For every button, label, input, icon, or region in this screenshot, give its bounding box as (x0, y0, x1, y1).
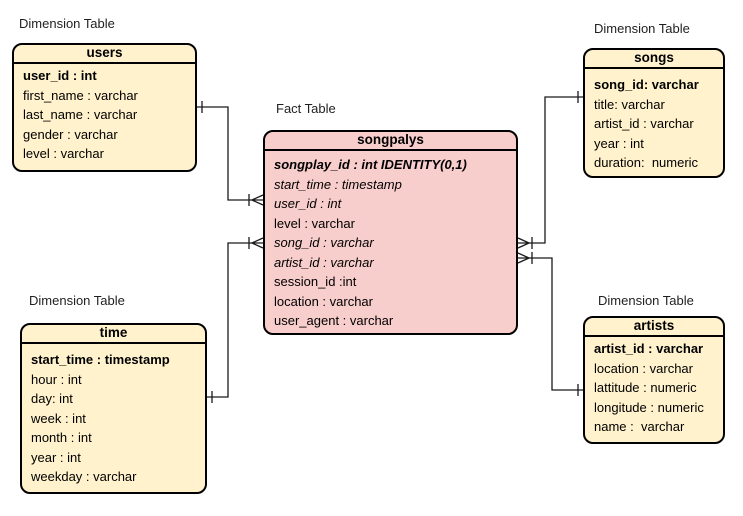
field-songpalys-artist_id: artist_id : varchar (274, 254, 374, 270)
entity-songs-title: songs (585, 50, 723, 69)
entity-artists-title: artists (585, 318, 723, 337)
field-time-month: month : int (31, 430, 92, 445)
field-songs-year: year : int (594, 135, 644, 151)
field-songs-duration: duration: numeric (594, 155, 699, 170)
field-songpalys-start_time: start_time : timestamp (274, 176, 402, 192)
entity-songpalys-title: songpalys (265, 132, 516, 151)
entity-songpalys[interactable]: songpalys songplay_id : int IDENTITY(0,1… (263, 130, 518, 335)
songs-table-type-label: Dimension Table (594, 21, 690, 36)
entity-users-title: users (14, 45, 195, 64)
field-artists-name: name : varchar (594, 419, 685, 434)
field-time-start_time: start_time : timestamp (31, 352, 170, 367)
field-time-year: year : int (31, 449, 81, 465)
artists-table-type-label: Dimension Table (598, 293, 694, 308)
field-users-first_name: first_name : varchar (23, 87, 138, 103)
cardinality-many-crowfoot (517, 237, 533, 249)
field-time-day: day: int (31, 391, 73, 406)
users-table-type-label: Dimension Table (19, 16, 115, 31)
field-artists-lattitude: lattitude : numeric (594, 380, 697, 395)
field-songs-title: title: varchar (594, 96, 665, 112)
field-songs-artist_id: artist_id : varchar (594, 116, 694, 131)
field-songs-song_id: song_id: varchar (594, 77, 699, 92)
field-users-gender: gender : varchar (23, 126, 118, 142)
cardinality-many-crowfoot (248, 194, 264, 206)
entity-time-title: time (22, 325, 205, 344)
field-songpalys-user_id: user_id : int (274, 196, 342, 211)
cardinality-many-crowfoot (248, 237, 264, 249)
field-time-week: week : int (31, 410, 86, 426)
connector-time-songpalys (207, 237, 264, 403)
fact-table-type-label: Fact Table (276, 101, 336, 116)
time-table-type-label: Dimension Table (29, 293, 125, 308)
entity-users[interactable]: users user_id : int first_name : varchar… (12, 43, 197, 172)
field-time-hour: hour : int (31, 371, 82, 387)
field-songpalys-location: location : varchar (274, 293, 373, 309)
connector-artists-songpalys (517, 252, 583, 396)
field-time-weekday: weekday : varchar (31, 469, 137, 484)
field-songpalys-session_id: session_id :int (274, 274, 357, 289)
entity-artists[interactable]: artists artist_id : varchar location : v… (583, 316, 725, 444)
field-songpalys-user_agent: user_agent : varchar (274, 313, 394, 328)
entity-time[interactable]: time start_time : timestamp hour : int d… (20, 323, 207, 494)
cardinality-many-crowfoot (517, 252, 533, 264)
field-artists-location: location : varchar (594, 360, 693, 376)
entity-songs[interactable]: songs song_id: varchar title: varchar ar… (583, 48, 725, 178)
field-users-last_name: last_name : varchar (23, 107, 138, 122)
field-users-level: level : varchar (23, 146, 104, 161)
field-songpalys-song_id: song_id : varchar (274, 235, 374, 250)
field-artists-artist_id: artist_id : varchar (594, 341, 704, 356)
field-songpalys-level: level : varchar (274, 215, 355, 231)
field-songpalys-songplay_id: songplay_id : int IDENTITY(0,1) (274, 157, 467, 172)
field-artists-longitude: longitude : numeric (594, 399, 704, 415)
connector-users-songpalys (196, 101, 264, 206)
field-users-user_id: user_id : int (23, 68, 97, 83)
connector-songs-songpalys (517, 91, 583, 249)
